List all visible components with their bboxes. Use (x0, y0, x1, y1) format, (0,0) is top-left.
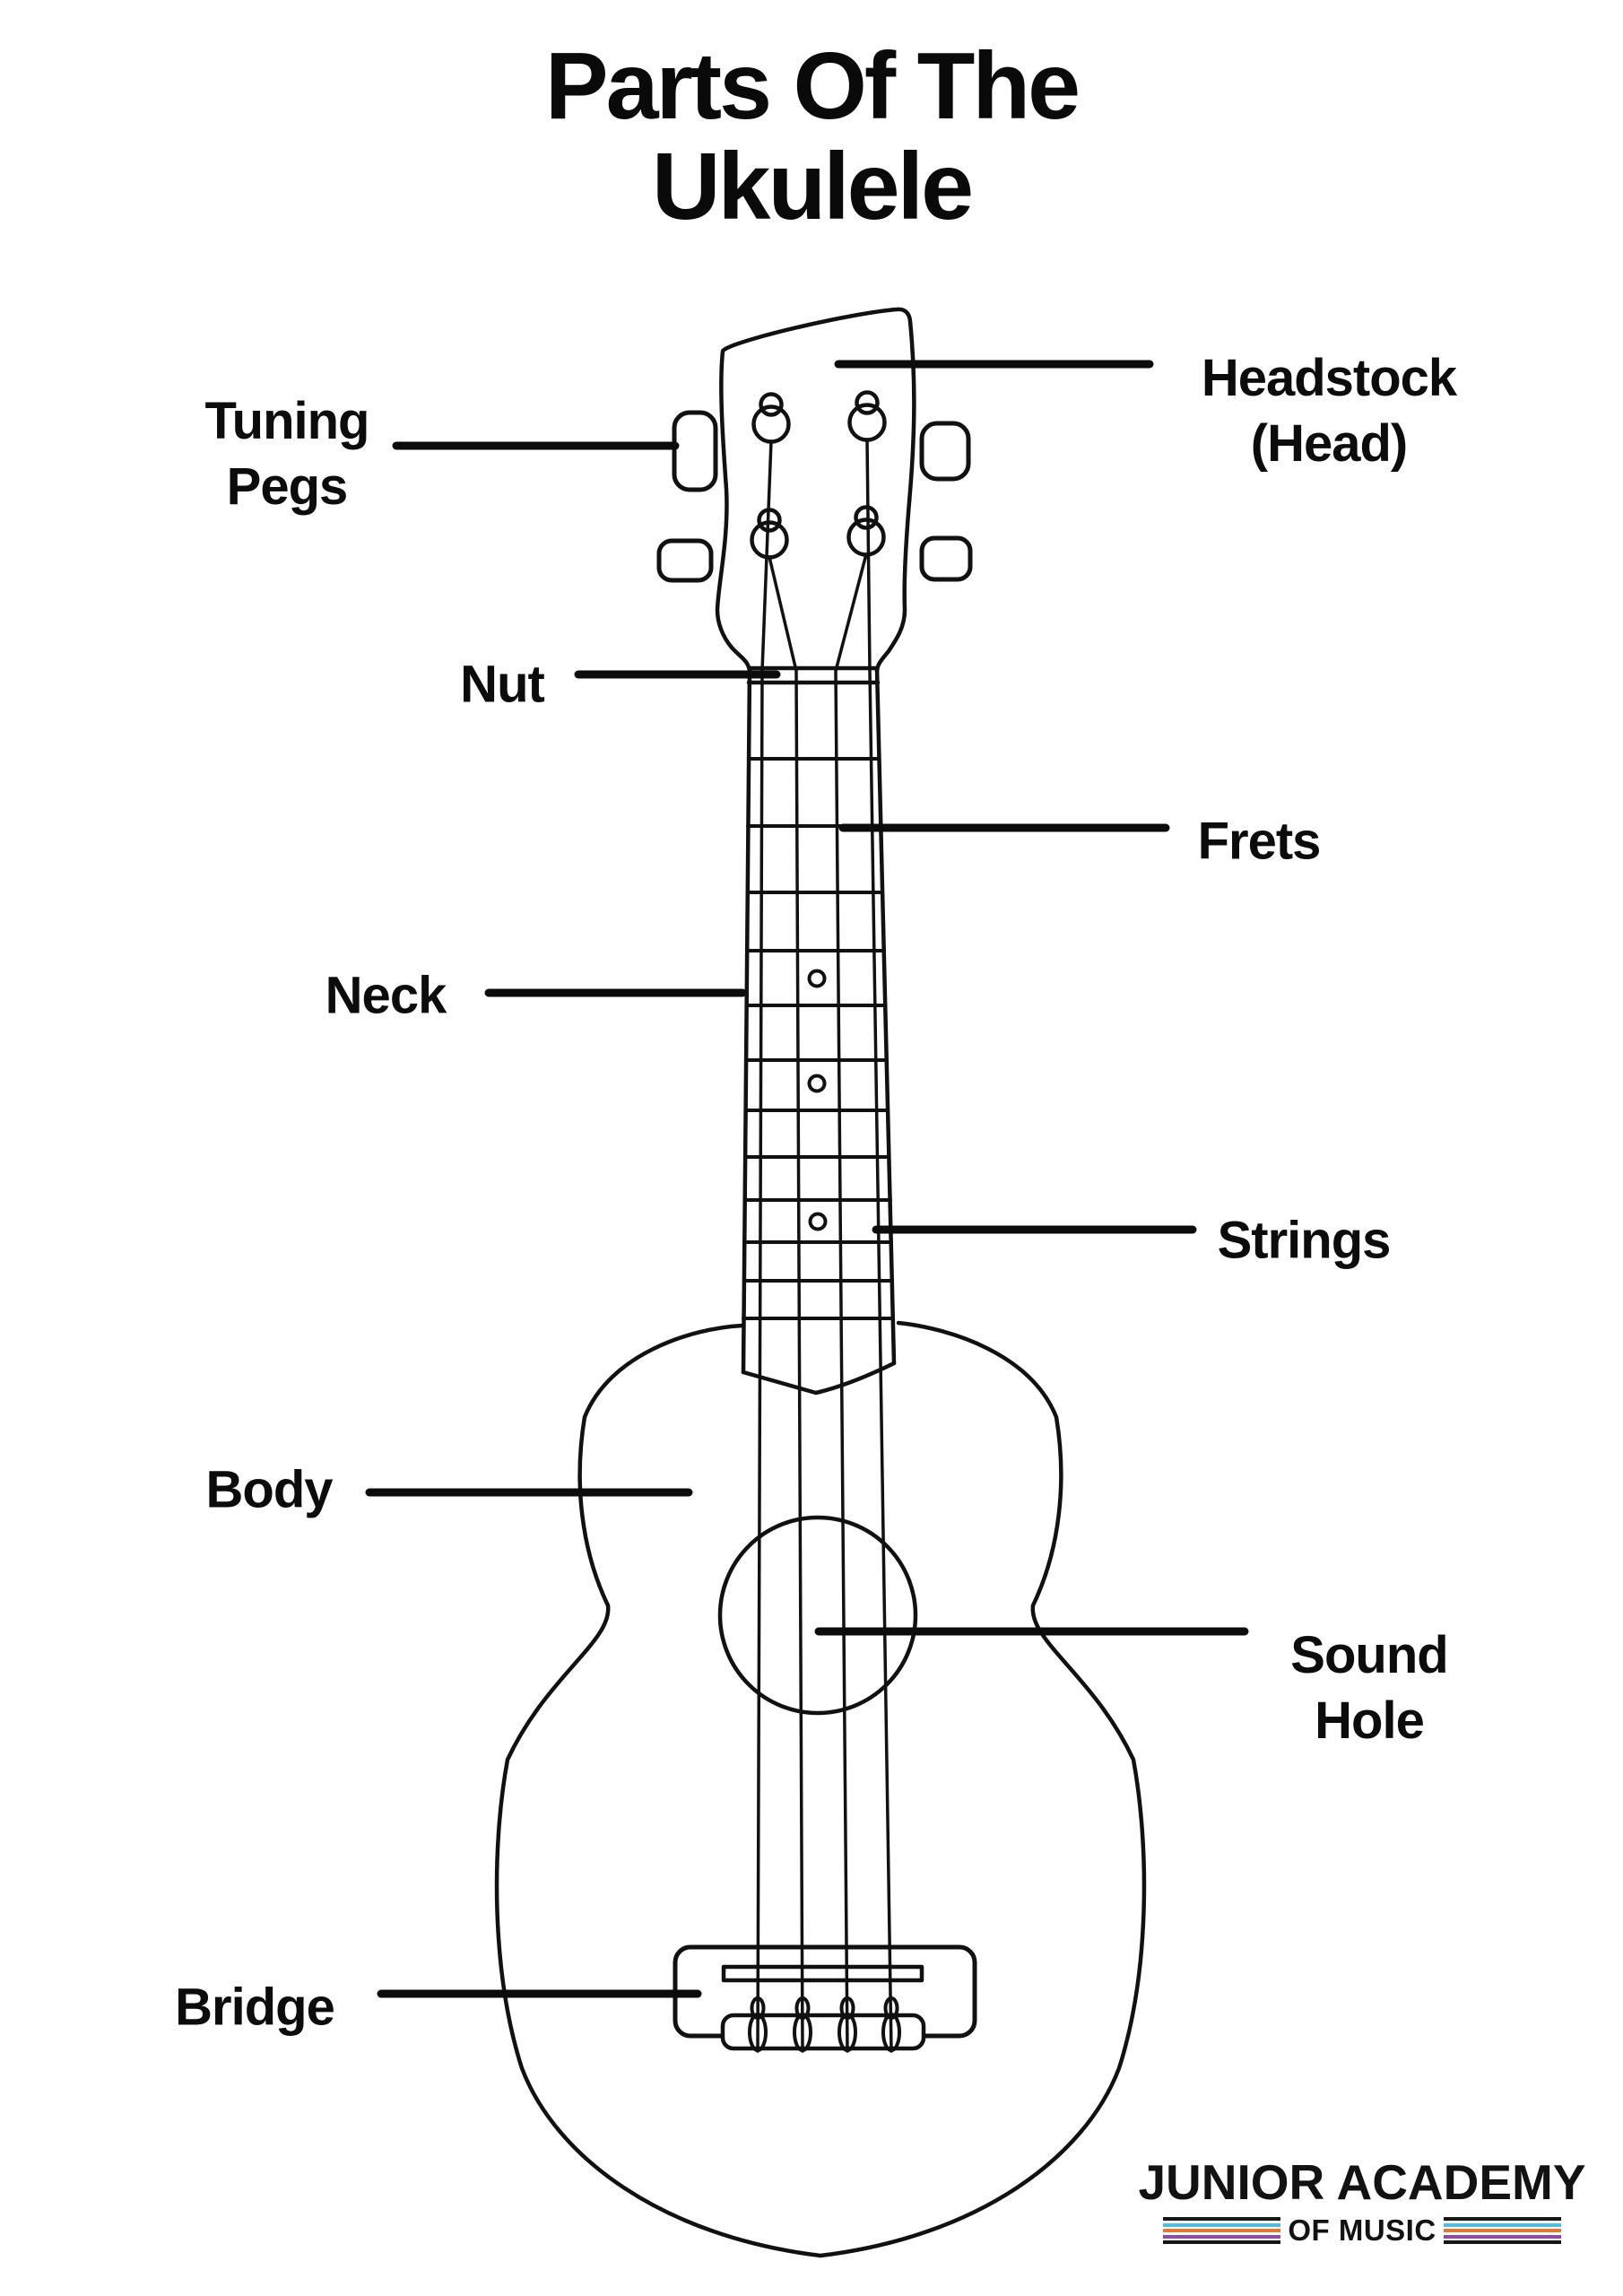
label-tuning-pegs: Tuning Pegs (204, 391, 370, 516)
tuning-peg-side-left-bottom (656, 538, 714, 583)
logo-stripes-right (1443, 2217, 1562, 2244)
logo-stripe (1443, 2222, 1562, 2227)
logo-stripe (1163, 2240, 1281, 2244)
fretboard-right-edge (874, 665, 897, 1366)
logo-stripe (1163, 2234, 1281, 2239)
bridge-saddle (721, 1964, 924, 1983)
logo-stripe (1443, 2234, 1562, 2239)
string-3 (834, 552, 868, 2053)
label-frets: Frets (1197, 812, 1322, 871)
logo-stripe (1163, 2217, 1281, 2221)
tuning-knob-left-top (751, 392, 791, 444)
label-nut: Nut (460, 655, 545, 714)
label-bridge: Bridge (175, 1978, 335, 2037)
logo-subtitle: OF MUSIC (1288, 2213, 1436, 2247)
fret-position-dots (807, 969, 828, 1231)
logo-subtitle-row: OF MUSIC (1163, 2213, 1562, 2247)
tuning-peg-side-right-bottom (919, 535, 973, 582)
logo-stripe (1163, 2222, 1281, 2227)
logo-stripe (1163, 2229, 1281, 2232)
body-outline (494, 1320, 1147, 2258)
logo-wordmark: JUNIOR ACADEMY (1138, 2154, 1586, 2210)
logo-stripe (1443, 2240, 1562, 2244)
label-neck: Neck (325, 966, 447, 1025)
page-title: Parts Of The Ukulele (544, 33, 1081, 240)
tuning-knob-right-top (847, 390, 887, 442)
label-strings: Strings (1217, 1211, 1392, 1270)
fretboard-left-edge (741, 665, 752, 1375)
string-4 (865, 438, 893, 2053)
logo-stripe (1443, 2217, 1562, 2221)
string-2 (768, 555, 804, 2053)
tuning-knob-right-bottom (846, 505, 886, 557)
label-body: Body (205, 1460, 334, 1519)
page-title-line2: Ukulele (651, 134, 974, 240)
logo-stripe (1443, 2229, 1562, 2232)
string-tie-loops (748, 1996, 901, 2052)
label-headstock: Headstock (Head) (1201, 348, 1457, 473)
fret-lines (742, 757, 895, 1320)
tuning-peg-side-left-top (672, 410, 718, 492)
headstock-outline (715, 307, 916, 674)
sound-hole-circle (717, 1515, 918, 1716)
bridge-tie-block (720, 2013, 926, 2051)
label-sound-hole: Sound Hole (1290, 1625, 1448, 1750)
page-title-line1: Parts Of The (544, 33, 1081, 139)
logo-stripes-left (1163, 2217, 1281, 2244)
fretboard-end (741, 1361, 897, 1396)
tuning-peg-side-right-top (919, 421, 971, 482)
